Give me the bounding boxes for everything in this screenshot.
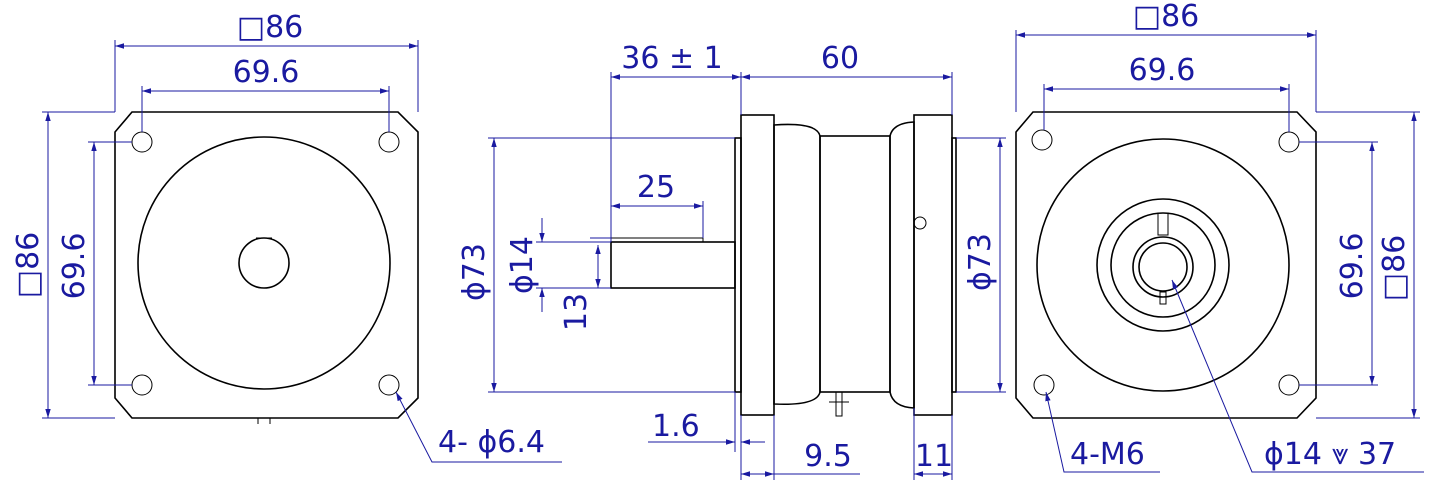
rear-bore-inner — [1138, 242, 1188, 292]
rear-collar-circle — [1110, 212, 1216, 318]
rear-hole-tr — [1278, 131, 1300, 153]
front-hole-spacing-side-label: 69.6 — [57, 233, 92, 300]
side-tab — [835, 391, 843, 417]
body-length-label: 60 — [821, 41, 859, 76]
front-square-side-label: □86 — [11, 232, 46, 299]
rear-bore-leader — [1171, 279, 1424, 473]
shaft-diameter-label: ϕ14 — [505, 236, 540, 294]
front-hole-leader — [395, 391, 562, 463]
front-hole-bl — [131, 374, 153, 396]
rear-outer-circle — [1036, 138, 1290, 392]
rear-hole-bl — [1033, 374, 1055, 396]
side-housing-right — [889, 121, 915, 409]
front-square-top-label: □86 — [237, 10, 304, 45]
front-pilot-circle — [137, 136, 391, 390]
rear-keyway — [1159, 291, 1167, 305]
side-view: 36 ± 1 60 25 ϕ73 ϕ14 13 ϕ73 — [457, 41, 1006, 480]
rear-square-side-label: □86 — [1377, 235, 1412, 302]
front-hole-tr — [378, 131, 400, 153]
front-hole-br — [378, 374, 400, 396]
pilot-depth-label: 1.6 — [652, 409, 700, 444]
side-shaft — [610, 241, 736, 289]
rear-hole-br — [1278, 374, 1300, 396]
side-body — [819, 135, 891, 393]
rear-square-top-label: □86 — [1133, 0, 1200, 34]
front-shaft-circle — [238, 237, 290, 289]
front-hole-spacing-top-label: 69.6 — [233, 55, 300, 90]
flange-thickness-left-label: 9.5 — [804, 439, 852, 474]
rear-bore-callout: ϕ14 ⩔ 37 — [1264, 437, 1396, 472]
rear-slot-top — [1157, 212, 1169, 236]
rear-thread-callout: 4-M6 — [1070, 437, 1145, 472]
front-hole-callout: 4- ϕ6.4 — [438, 425, 545, 460]
side-flange-right — [913, 114, 953, 416]
flange-thickness-right-label: 11 — [915, 439, 953, 474]
rear-view: □86 69.6 69.6 □86 4-M6 ϕ14 ⩔ 37 — [1015, 0, 1424, 473]
rear-hole-tl — [1031, 129, 1053, 151]
side-pilot-right — [951, 137, 957, 393]
rear-square-flange — [1015, 111, 1317, 419]
side-housing-left — [773, 123, 821, 406]
front-hole-tl — [131, 131, 153, 153]
rear-hole-spacing-top-label: 69.6 — [1129, 53, 1196, 88]
side-vent-plug — [913, 216, 927, 230]
pilot-diameter-left-label: ϕ73 — [457, 243, 492, 301]
side-flange-left — [740, 114, 775, 416]
pilot-diameter-right-label: ϕ73 — [963, 233, 998, 291]
key-height-label: 13 — [559, 293, 594, 331]
rear-hole-spacing-side-label: 69.6 — [1335, 233, 1370, 300]
front-square-flange — [114, 111, 419, 419]
front-view: □86 69.6 □86 69.6 4- ϕ6.4 — [11, 10, 562, 463]
rear-thread-leader — [1045, 391, 1160, 473]
rear-hub-circle — [1096, 198, 1230, 332]
key-length-label: 25 — [637, 170, 675, 205]
rear-bore-outer — [1132, 236, 1194, 298]
shaft-projection-label: 36 ± 1 — [621, 41, 722, 76]
side-pilot-left — [734, 137, 742, 393]
